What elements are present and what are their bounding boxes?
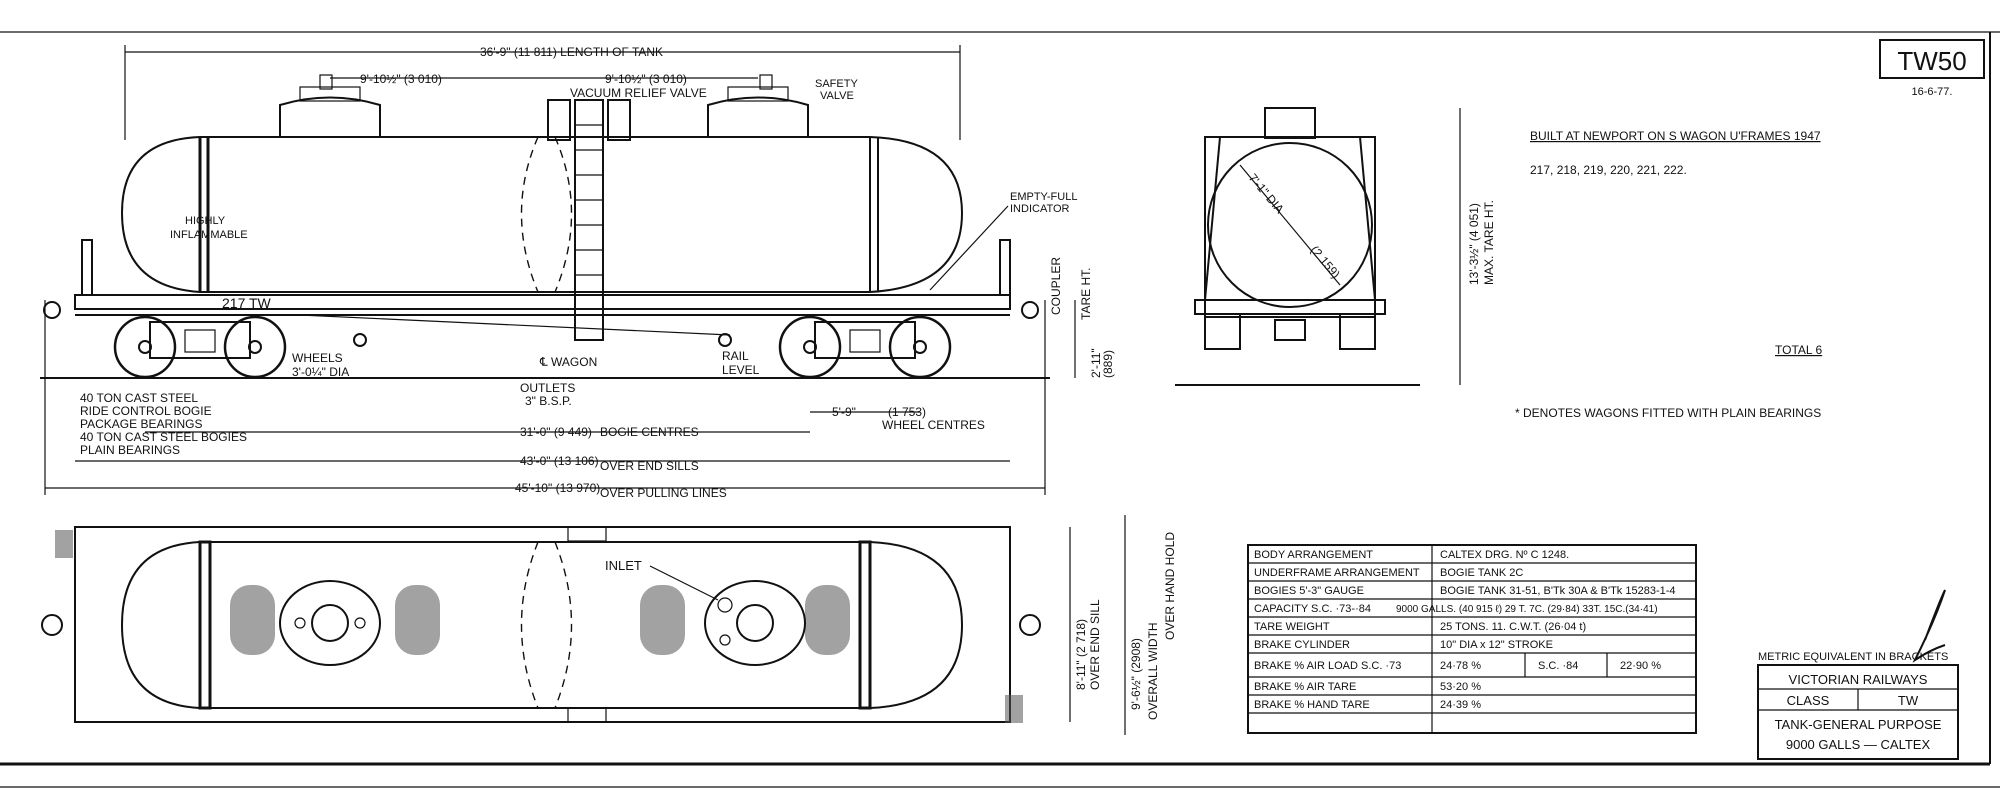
spec-row-value: BOGIE TANK 2C	[1440, 567, 1523, 579]
plan-view: INLET 8'-11" (2 718) OVER END SILL 9'-6½…	[41, 515, 1177, 735]
spec-row-label: BRAKE % AIR TARE	[1254, 681, 1356, 693]
bogie-right	[778, 315, 952, 379]
plain-bearings-note: * DENOTES WAGONS FITTED WITH PLAIN BEARI…	[1515, 406, 1821, 420]
class-value: TW	[1898, 693, 1919, 708]
outlets-label-1: OUTLETS	[520, 381, 575, 395]
underframe	[74, 294, 1011, 310]
drawing-number: TW50	[1897, 46, 1966, 76]
tare-ht-label: TARE HT.	[1079, 268, 1093, 320]
spec-row-value: 25 TONS. 11. C.W.T. (26·04 t)	[1440, 621, 1586, 633]
spec-row-label: BRAKE CYLINDER	[1254, 639, 1350, 651]
side-view: 36'-9" (11 811) LENGTH OF TANK 9'-10½" (…	[40, 45, 1115, 500]
rail-level-label-1: RAIL	[722, 349, 749, 363]
spec-row-label: TARE WEIGHT	[1254, 621, 1330, 633]
plan-dome-left	[279, 580, 381, 666]
spec-row-right: 22·90 %	[1620, 660, 1661, 672]
wheel-centres-dim-metric: (1 753)	[888, 405, 926, 419]
max-tare-ht-dim: 13'-3½" (4 051)	[1467, 203, 1481, 285]
safety-valve-label-2: VALVE	[820, 90, 854, 102]
wagon-numbers-note: 217, 218, 219, 220, 221, 222.	[1530, 163, 1687, 177]
total-note: TOTAL 6	[1775, 343, 1822, 357]
drawing-number-box: TW50 16-6-77.	[1879, 39, 1985, 98]
spec-table: BODY ARRANGEMENT CALTEX DRG. Nº C 1248. …	[1247, 544, 1697, 734]
inlet-label: INLET	[605, 558, 642, 573]
description-line-1: TANK-GENERAL PURPOSE	[1775, 717, 1942, 732]
wheel-centres-dim: 5'-9"	[832, 405, 856, 419]
over-end-sill-label: OVER END SILL	[1088, 599, 1102, 690]
built-at-note: BUILT AT NEWPORT ON S WAGON U'FRAMES 194…	[1530, 129, 1821, 143]
dim-tank-to-centre-left: 9'-10½" (3 010)	[360, 72, 442, 86]
over-pulling-lines-dim: 45'-10" (13 970)	[515, 481, 600, 495]
spec-row-value: 9000 GALLS. (40 915 ℓ) 29 T. 7C. (29·84)…	[1396, 604, 1658, 615]
drawing-date: 16-6-77.	[1912, 86, 1953, 98]
vacuum-relief-valve-label: VACUUM RELIEF VALVE	[570, 86, 707, 100]
overall-width-dim: 9'-6½" (2908)	[1129, 638, 1143, 710]
highly-inflammable-label-2: INFLAMMABLE	[170, 229, 248, 241]
title-block: METRIC EQUIVALENT IN BRACKETS VICTORIAN …	[1757, 589, 1959, 760]
bogie-note-3: PACKAGE BEARINGS	[80, 417, 202, 431]
wheels-label-2: 3'-0¼" DIA	[292, 365, 349, 379]
wagon-centre-label: ℄ WAGON	[539, 355, 597, 369]
over-pulling-lines-label: OVER PULLING LINES	[600, 486, 727, 500]
dome-right	[707, 96, 809, 137]
over-end-sills-dim: 43'-0" (13 106)	[520, 454, 599, 468]
spec-row-label: BRAKE % AIR LOAD S.C. ·73	[1254, 660, 1401, 672]
tare-ht-dim-metric: (889)	[1101, 350, 1115, 378]
spec-row-label: BODY ARRANGEMENT	[1254, 549, 1373, 561]
tare-ht-dim: 2'-11"	[1089, 348, 1103, 378]
overall-width-label: OVERALL WIDTH	[1146, 622, 1160, 720]
spec-row-value: 24·39 %	[1440, 699, 1481, 711]
notes-block: BUILT AT NEWPORT ON S WAGON U'FRAMES 194…	[1515, 129, 1822, 420]
signature	[1912, 589, 1946, 663]
wagon-number-label: 217 TW	[222, 295, 272, 311]
spec-row-label: UNDERFRAME ARRANGEMENT	[1254, 567, 1420, 579]
bogie-centres-label: BOGIE CENTRES	[600, 425, 699, 439]
plan-dome-right	[704, 580, 806, 666]
spec-row-value: 53·20 %	[1440, 681, 1481, 693]
bogie-note-2: RIDE CONTROL BOGIE	[80, 404, 212, 418]
spec-row-value: BOGIE TANK 31-51, B'Tk 30A & B'Tk 15283-…	[1440, 585, 1676, 597]
bogie-note-4: 40 TON CAST STEEL BOGIES	[80, 430, 247, 444]
spec-row-value: 24·78 %	[1440, 660, 1481, 672]
spec-row-value: 10" DIA x 12" STROKE	[1440, 639, 1553, 651]
empty-full-indicator-label-1: EMPTY-FULL	[1010, 191, 1077, 203]
rail-level-label-2: LEVEL	[722, 363, 760, 377]
over-end-sills-label: OVER END SILLS	[600, 459, 699, 473]
dim-tank-to-centre-right: 9'-10½" (3 010)	[605, 72, 687, 86]
highly-inflammable-label-1: HIGHLY	[185, 215, 226, 227]
spec-row-label: BOGIES 5'-3" GAUGE	[1254, 585, 1364, 597]
description-line-2: 9000 GALLS — CALTEX	[1786, 737, 1931, 752]
empty-full-indicator-label-2: INDICATOR	[1010, 203, 1070, 215]
spec-row-mid: S.C. ·84	[1538, 660, 1578, 672]
wheel-centres-label: WHEEL CENTRES	[882, 418, 985, 432]
max-tare-ht-label: MAX. TARE HT.	[1482, 200, 1496, 285]
end-tank-shell	[1207, 142, 1373, 308]
spec-row-label: CAPACITY S.C. ·73-·84	[1254, 603, 1371, 615]
railway-name: VICTORIAN RAILWAYS	[1789, 672, 1928, 687]
metric-note: METRIC EQUIVALENT IN BRACKETS	[1758, 651, 1948, 663]
bogie-note-1: 40 TON CAST STEEL	[80, 391, 198, 405]
safety-valve-label-1: SAFETY	[815, 78, 858, 90]
bogie-centres-dim: 31'-0" (9 449)	[520, 425, 592, 439]
over-hand-hold-label: OVER HAND HOLD	[1163, 532, 1177, 640]
spec-row-value: CALTEX DRG. Nº C 1248.	[1440, 549, 1569, 561]
wheels-label-1: WHEELS	[292, 351, 343, 365]
coupler-label: COUPLER	[1049, 257, 1063, 315]
length-of-tank-dim: 36'-9" (11 811) LENGTH OF TANK	[480, 45, 663, 59]
outlets-label-2: 3" B.S.P.	[525, 394, 572, 408]
class-label: CLASS	[1787, 693, 1830, 708]
bogie-note-5: PLAIN BEARINGS	[80, 443, 180, 457]
over-end-sill-dim: 8'-11" (2 718)	[1074, 619, 1088, 690]
dome-left	[279, 96, 381, 137]
spec-row-label: BRAKE % HAND TARE	[1254, 699, 1370, 711]
ladder	[574, 99, 604, 341]
